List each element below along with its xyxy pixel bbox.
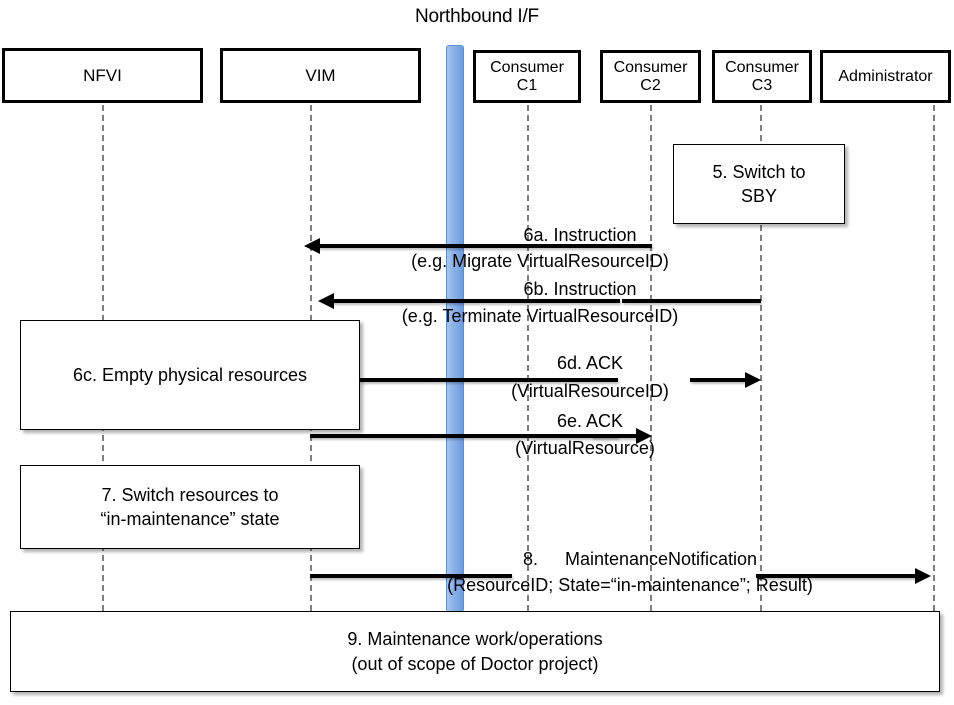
message-line-6e-left bbox=[310, 434, 618, 438]
message-label-6b-line2: (e.g. Terminate VirtualResourceID) bbox=[401, 306, 679, 326]
message-line-6a-left bbox=[318, 244, 620, 248]
message-line-8-right bbox=[756, 574, 917, 578]
actor-label-admin: Administrator bbox=[838, 67, 933, 85]
note-maintenance-work-line2: (out of scope of Doctor project) bbox=[351, 653, 599, 674]
note-switch-resources-state-line2: “in-maintenance” state bbox=[100, 509, 280, 529]
message-label-6d-line1: 6d. ACK bbox=[556, 353, 624, 373]
note-maintenance-work[interactable]: 9. Maintenance work/operations (out of s… bbox=[10, 611, 940, 692]
message-line-6b-left bbox=[332, 299, 620, 303]
message-label-6e-line2: (VirtualResource) bbox=[515, 438, 655, 458]
message-line-6b-right bbox=[622, 299, 761, 303]
note-switch-to-sby[interactable]: 5. Switch to SBY bbox=[673, 144, 845, 224]
message-label-8-line2: (ResourceID; State=“in-maintenance”; Res… bbox=[447, 575, 813, 595]
lifeline-c2 bbox=[650, 105, 652, 611]
actor-label-vim: VIM bbox=[305, 65, 336, 85]
actor-label-nfvi: NFVI bbox=[83, 65, 122, 85]
actor-label-c2-line1: Consumer bbox=[613, 58, 688, 76]
actor-box-consumer-c2[interactable]: Consumer C2 bbox=[600, 50, 701, 103]
actor-box-nfvi[interactable]: NFVI bbox=[2, 48, 203, 103]
arrowhead-6e bbox=[636, 428, 652, 444]
lifeline-c1 bbox=[527, 105, 529, 611]
actor-label-c2-line2: C2 bbox=[640, 76, 661, 94]
note-empty-physical-resources-text: 6c. Empty physical resources bbox=[72, 364, 308, 385]
message-line-6d-right bbox=[690, 378, 747, 382]
message-label-6e-line1: 6e. ACK bbox=[556, 411, 624, 431]
arrowhead-6b bbox=[318, 293, 334, 309]
actor-box-consumer-c1[interactable]: Consumer C1 bbox=[473, 50, 581, 103]
arrowhead-6d bbox=[745, 372, 761, 388]
actor-box-administrator[interactable]: Administrator bbox=[820, 50, 951, 103]
message-line-6a-right bbox=[620, 244, 652, 248]
message-line-8-left bbox=[310, 574, 512, 578]
message-label-6a-line1: 6a. Instruction bbox=[523, 225, 637, 245]
message-label-6a-line2: (e.g. Migrate VirtualResourceID) bbox=[411, 251, 669, 271]
arrowhead-6a bbox=[304, 238, 320, 254]
actor-label-c1-line1: Consumer bbox=[490, 58, 564, 76]
note-switch-resources-state[interactable]: 7. Switch resources to “in-maintenance” … bbox=[20, 465, 360, 549]
actor-label-c1-line2: C1 bbox=[516, 76, 538, 94]
note-empty-physical-resources[interactable]: 6c. Empty physical resources bbox=[20, 320, 360, 430]
note-switch-resources-state-line1: 7. Switch resources to bbox=[101, 484, 279, 505]
note-switch-to-sby-line1: 5. Switch to bbox=[712, 161, 806, 182]
northbound-interface-bar bbox=[446, 45, 464, 612]
actor-label-c3-line1: Consumer bbox=[725, 58, 799, 76]
actor-label-c3-line2: C3 bbox=[751, 76, 773, 94]
note-maintenance-work-line1: 9. Maintenance work/operations bbox=[347, 629, 603, 650]
actor-box-consumer-c3[interactable]: Consumer C3 bbox=[712, 50, 812, 103]
message-label-6d-line2: (VirtualResourceID) bbox=[511, 381, 669, 401]
arrowhead-8 bbox=[915, 568, 931, 584]
page-title: Northbound I/F bbox=[415, 6, 539, 27]
message-label-6b-line1: 6b. Instruction bbox=[523, 279, 637, 299]
message-line-6e-right bbox=[592, 434, 638, 438]
actor-box-vim[interactable]: VIM bbox=[220, 48, 421, 103]
note-switch-to-sby-line2: SBY bbox=[740, 186, 778, 206]
lifeline-admin bbox=[933, 105, 935, 611]
message-label-8-line1: 8. MaintenanceNotification bbox=[522, 549, 758, 569]
lifeline-c3 bbox=[760, 105, 762, 611]
message-line-6d-left bbox=[360, 378, 618, 382]
